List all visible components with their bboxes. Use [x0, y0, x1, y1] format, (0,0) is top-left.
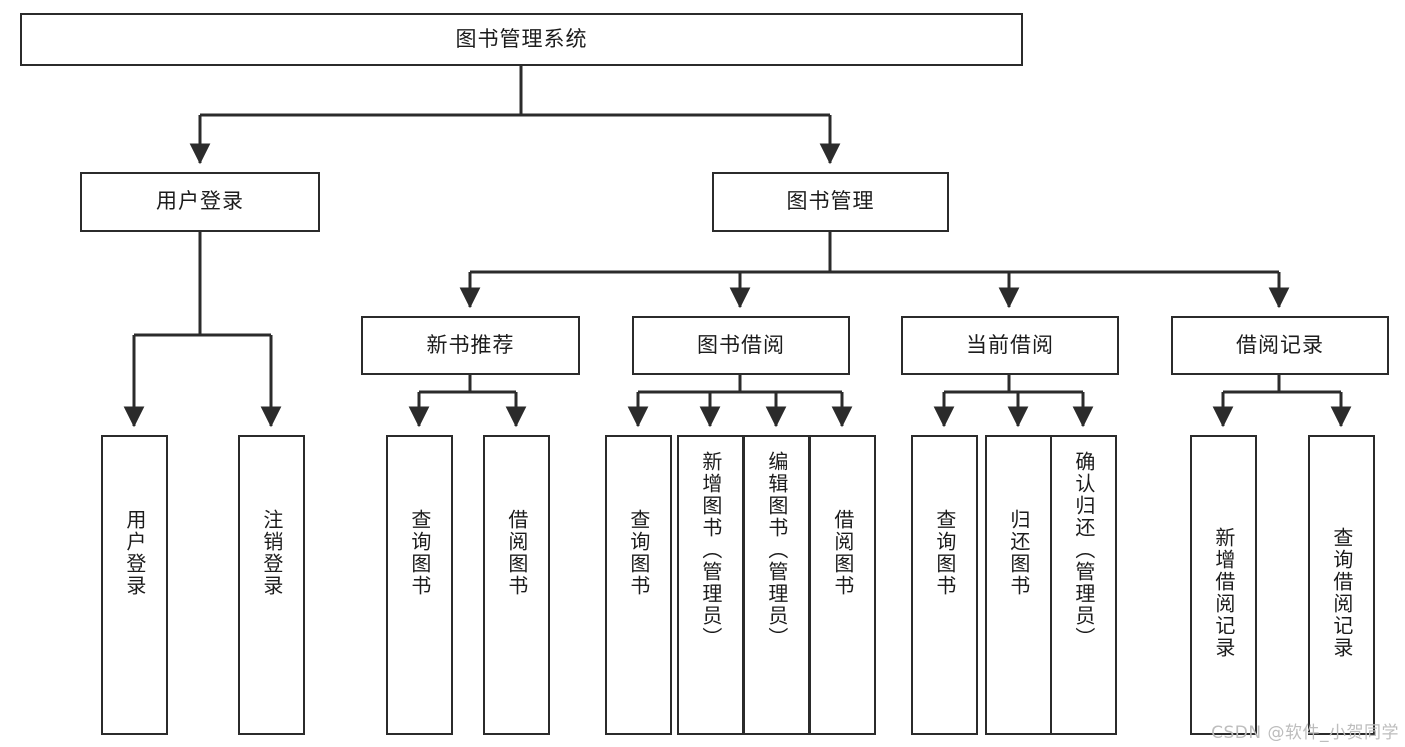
node-book-manage[interactable]: 图书管理 — [712, 172, 949, 232]
node-leaf-return-book[interactable]: 归还图书 — [985, 435, 1052, 735]
node-leaf-add-record-label: 新增借阅记录 — [1211, 527, 1236, 659]
node-leaf-add-record[interactable]: 新增借阅记录 — [1190, 435, 1257, 735]
node-borrow-record[interactable]: 借阅记录 — [1171, 316, 1389, 375]
node-leaf-query-book-2[interactable]: 查询图书 — [605, 435, 672, 735]
node-root-label: 图书管理系统 — [455, 26, 588, 51]
node-leaf-user-login-label: 用户登录 — [122, 509, 147, 597]
node-book-borrow-label: 图书借阅 — [697, 332, 785, 357]
node-leaf-query-record[interactable]: 查询借阅记录 — [1308, 435, 1375, 735]
node-leaf-edit-book-label: 编辑图书（管理员） — [764, 451, 789, 649]
node-leaf-borrow-book-1-label: 借阅图书 — [504, 509, 529, 597]
node-borrow-record-label: 借阅记录 — [1236, 332, 1324, 357]
node-leaf-confirm-return-label: 确认归还（管理员） — [1071, 451, 1096, 649]
node-new-book-recommend[interactable]: 新书推荐 — [361, 316, 580, 375]
node-leaf-logout[interactable]: 注销登录 — [238, 435, 305, 735]
node-leaf-query-book-2-label: 查询图书 — [626, 509, 651, 597]
node-user-login[interactable]: 用户登录 — [80, 172, 320, 232]
node-current-borrow[interactable]: 当前借阅 — [901, 316, 1119, 375]
node-leaf-add-book-label: 新增图书（管理员） — [698, 451, 723, 649]
node-leaf-confirm-return[interactable]: 确认归还（管理员） — [1050, 435, 1117, 735]
node-leaf-add-book[interactable]: 新增图书（管理员） — [677, 435, 744, 735]
node-leaf-edit-book[interactable]: 编辑图书（管理员） — [743, 435, 810, 735]
node-leaf-borrow-book-1[interactable]: 借阅图书 — [483, 435, 550, 735]
node-leaf-query-book-1-label: 查询图书 — [407, 509, 432, 597]
node-book-manage-label: 图书管理 — [786, 189, 875, 214]
node-leaf-borrow-book-2-label: 借阅图书 — [830, 509, 855, 597]
node-user-login-label: 用户登录 — [156, 189, 244, 214]
node-leaf-query-book-3-label: 查询图书 — [932, 509, 957, 597]
node-current-borrow-label: 当前借阅 — [966, 332, 1054, 357]
watermark: CSDN @软件_小贺同学 — [1211, 723, 1399, 743]
node-leaf-query-book-1[interactable]: 查询图书 — [386, 435, 453, 735]
node-leaf-query-record-label: 查询借阅记录 — [1329, 527, 1354, 659]
node-leaf-return-book-label: 归还图书 — [1006, 509, 1031, 597]
node-leaf-borrow-book-2[interactable]: 借阅图书 — [809, 435, 876, 735]
node-new-book-recommend-label: 新书推荐 — [426, 332, 515, 357]
node-leaf-logout-label: 注销登录 — [259, 509, 284, 597]
node-root[interactable]: 图书管理系统 — [20, 13, 1023, 66]
node-leaf-query-book-3[interactable]: 查询图书 — [911, 435, 978, 735]
node-leaf-user-login[interactable]: 用户登录 — [101, 435, 168, 735]
node-book-borrow[interactable]: 图书借阅 — [632, 316, 850, 375]
